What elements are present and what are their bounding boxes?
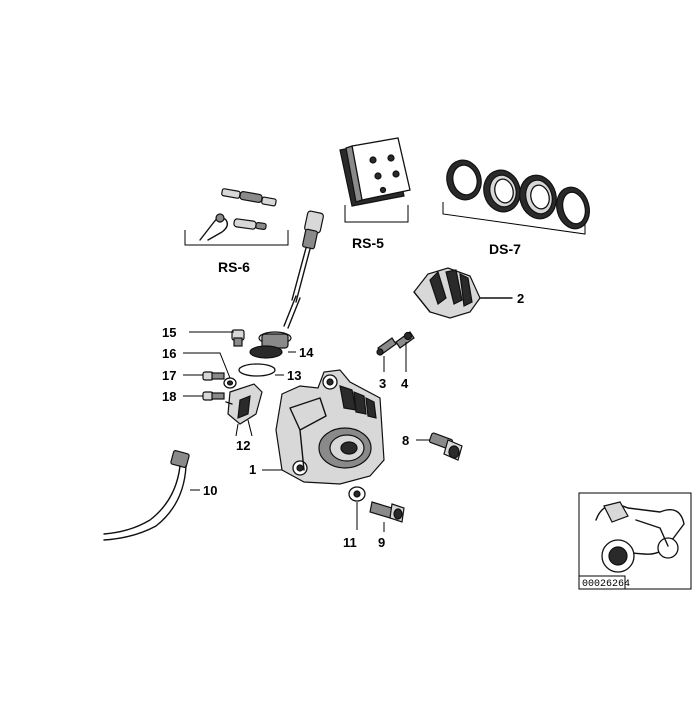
callout-18: 10	[203, 483, 217, 498]
callout-15: 16	[162, 346, 176, 361]
callout-17: 18	[162, 389, 176, 404]
part-2-cover	[413, 267, 513, 319]
callout-10: 11	[343, 535, 357, 550]
callout-9: 9	[378, 535, 385, 550]
callout-3: 3	[379, 376, 386, 391]
reference-number: 00026264	[582, 579, 630, 590]
callout-12: 13	[287, 368, 301, 383]
part-13-sensor-cable	[249, 210, 324, 359]
rs5-brake-pads: RS-5	[339, 137, 411, 251]
callout-labels: 2 15 16 17 18 14 13 12 3 4 8 1 11 9 10	[162, 291, 524, 550]
part-18-cable-tie	[103, 450, 190, 541]
callout-2: 2	[517, 291, 524, 306]
callout-1: 1	[249, 462, 256, 477]
part-9-10-bolt-washer	[348, 486, 405, 523]
part-3-4-bleed-screws	[376, 331, 415, 356]
callout-16: 17	[162, 368, 176, 383]
part-1-caliper	[275, 369, 385, 485]
part-12-oring	[238, 363, 276, 377]
group-label-rs6: RS-6	[218, 259, 250, 275]
leader-lines	[183, 331, 430, 532]
callout-14: 15	[162, 325, 176, 340]
part-11-bracket	[225, 383, 263, 425]
ds7-seal-rings: DS-7	[442, 159, 590, 257]
callout-4: 4	[401, 376, 409, 391]
rs6-parts: RS-6	[184, 188, 289, 275]
group-label-ds7: DS-7	[489, 241, 521, 257]
callout-13: 14	[299, 345, 314, 360]
callout-8: 8	[402, 433, 409, 448]
small-screws	[202, 329, 245, 401]
group-label-rs5: RS-5	[352, 235, 384, 251]
callout-11: 12	[236, 438, 250, 453]
part-8-bolt	[428, 432, 463, 461]
locator-thumbnail: 00026264	[578, 492, 692, 590]
